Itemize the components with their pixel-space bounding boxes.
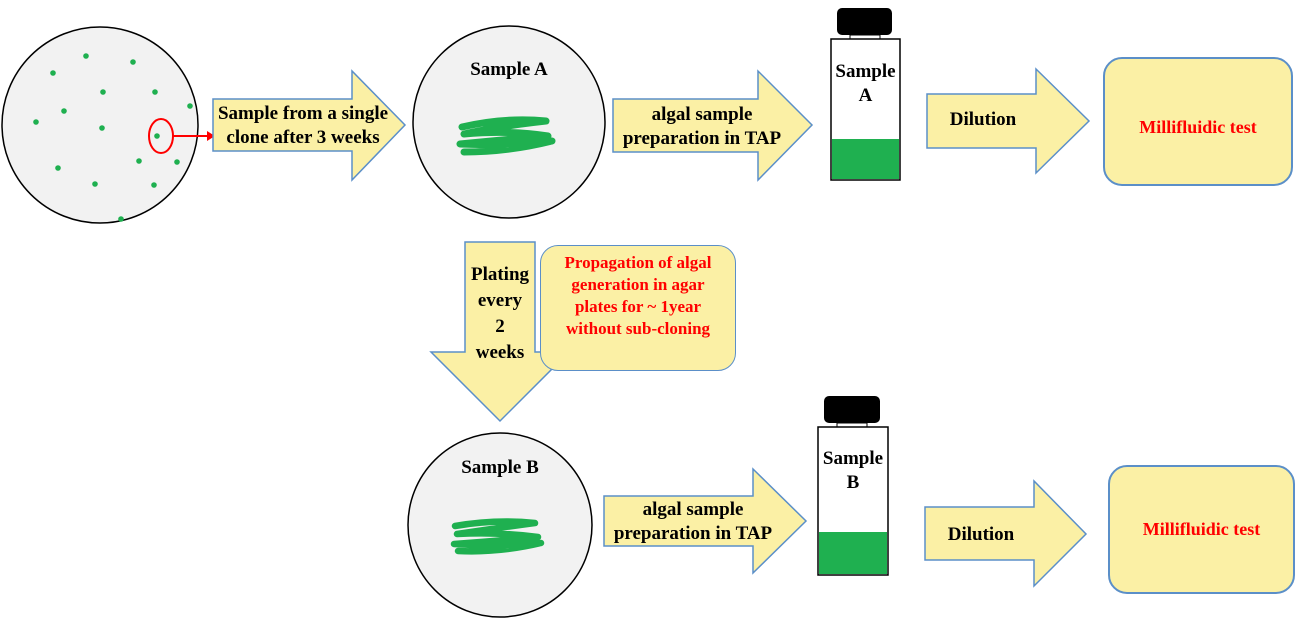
plating-arrow-label-line4: weeks: [475, 342, 525, 363]
propagation-note-line3: plates for ~ 1year: [574, 297, 702, 316]
clone-arrow-label-line1: Sample from a single: [217, 103, 389, 124]
dilution-arrow-b: [924, 479, 1088, 588]
prep-arrow-label-a: algal sample preparation in TAP: [612, 103, 792, 151]
propagation-note-text: Propagation of algal generation in agar …: [540, 252, 736, 340]
clone-arrow-label: Sample from a single clone after 3 weeks: [213, 102, 393, 150]
propagation-note-box: [540, 245, 736, 371]
sample-b-plate-label: Sample B: [461, 457, 539, 478]
colony-dots: [33, 53, 193, 222]
bottle-a-label-line1: Sample: [835, 61, 896, 82]
bottle-b-label-line1: Sample: [822, 448, 884, 469]
millifluidic-test-box-b: [1108, 465, 1295, 594]
prep-arrow-label-a-line2: preparation in TAP: [622, 128, 782, 149]
algae-streak-b: [450, 518, 545, 555]
bottle-b: [817, 396, 889, 576]
prep-arrow-label-b: algal sample preparation in TAP: [603, 498, 783, 546]
culture-liquid-a: [832, 139, 899, 179]
dilution-arrow-a: [926, 67, 1091, 175]
plating-arrow-label: Plating every 2 weeks: [462, 262, 538, 366]
propagation-note-line1: Propagation of algal: [564, 253, 712, 272]
arrow-sample-b-to-bottle: [603, 467, 808, 575]
prep-arrow-label-b-line2: preparation in TAP: [613, 523, 773, 544]
arrow-sample-a-to-bottle: [612, 69, 814, 182]
bottle-b-label-line2: B: [846, 472, 860, 493]
arrow-clone-to-sample-a: [212, 69, 407, 182]
bottle-a: [830, 8, 901, 181]
colony-plate: [1, 26, 215, 224]
dilution-label-b: Dilution: [947, 524, 1015, 545]
plating-arrow-label-line3: 2: [495, 316, 505, 337]
bottle-a-label: Sample A: [831, 60, 900, 108]
clone-arrow-label-line2: clone after 3 weeks: [226, 127, 380, 148]
plating-down-arrow: [429, 241, 571, 423]
prep-arrow-label-a-line1: algal sample: [651, 104, 753, 125]
propagation-note-line4: without sub-cloning: [565, 319, 711, 338]
algae-streak-a: [456, 116, 556, 156]
plating-arrow-label-line2: every: [477, 290, 523, 311]
plating-arrow-label-line1: Plating: [470, 264, 530, 285]
bottle-b-label: Sample B: [818, 447, 888, 495]
culture-liquid-b: [819, 532, 887, 574]
millifluidic-test-label-a: Millifluidic test: [1139, 117, 1257, 137]
sample-a-plate-label: Sample A: [470, 59, 548, 80]
sample-b-plate: [407, 432, 593, 618]
sample-a-plate: [412, 25, 606, 219]
prep-arrow-label-b-line1: algal sample: [642, 499, 744, 520]
dilution-label-a: Dilution: [949, 109, 1017, 130]
propagation-note-line2: generation in agar: [571, 275, 705, 294]
millifluidic-test-box-a: [1103, 57, 1293, 186]
millifluidic-test-label-b: Millifluidic test: [1142, 519, 1261, 539]
bottle-a-label-line2: A: [858, 85, 873, 106]
